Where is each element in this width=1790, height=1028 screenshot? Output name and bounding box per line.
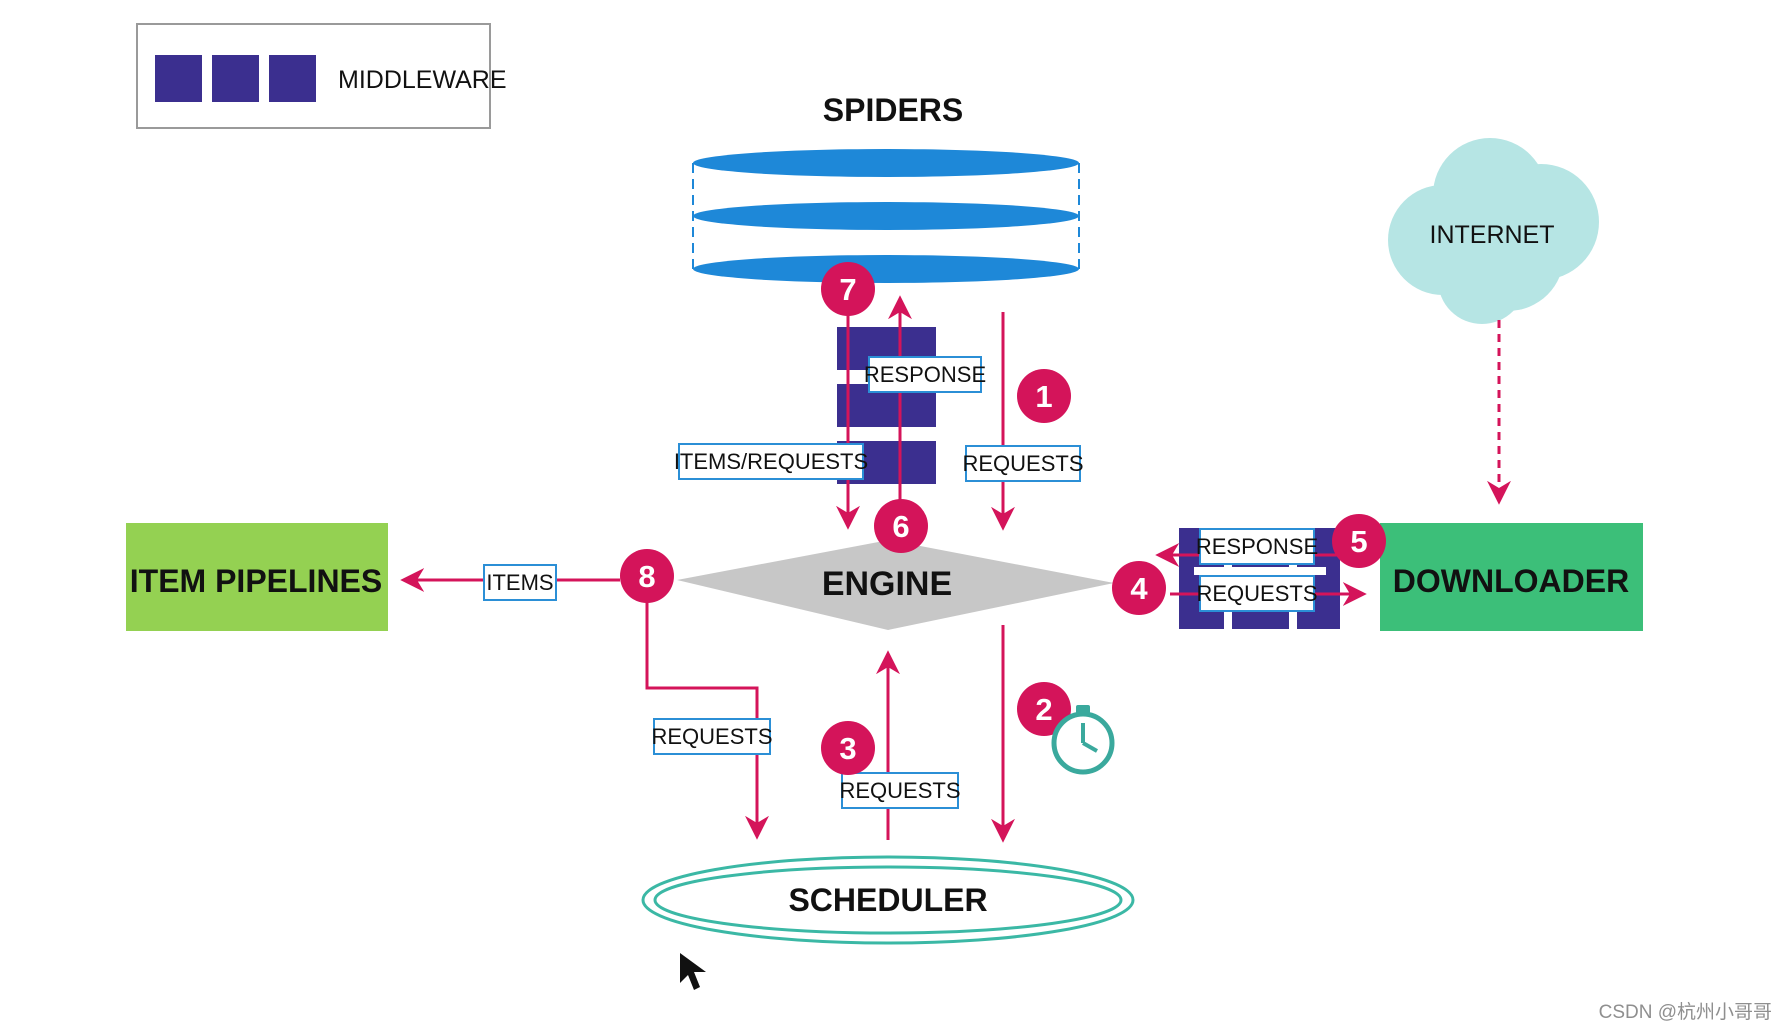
downloader-node: DOWNLOADER <box>1380 523 1643 631</box>
downloader-label: DOWNLOADER <box>1393 563 1629 599</box>
legend-label: MIDDLEWARE <box>338 66 507 94</box>
svg-text:7: 7 <box>839 272 856 307</box>
internet-label: INTERNET <box>1430 221 1555 249</box>
internet-cloud: INTERNET <box>1388 138 1599 324</box>
legend-middleware-swatch-3 <box>269 55 316 102</box>
svg-text:8: 8 <box>638 559 655 594</box>
step-badge-4: 4 <box>1112 561 1166 615</box>
svg-text:1: 1 <box>1035 379 1052 414</box>
label-response-downloader: RESPONSE <box>1196 534 1318 559</box>
label-requests-downloader: REQUESTS <box>1196 581 1317 606</box>
svg-text:6: 6 <box>892 509 909 544</box>
scheduler-label: SCHEDULER <box>788 882 987 918</box>
step-badge-5: 5 <box>1332 514 1386 568</box>
spider-disc-2 <box>693 202 1079 230</box>
watermark: CSDN @杭州小哥哥 <box>1599 1001 1772 1023</box>
spiders-node: SPIDERS <box>692 92 1080 283</box>
step-badge-1: 1 <box>1017 369 1071 423</box>
flow-labels: RESPONSE ITEMS/REQUESTS REQUESTS ITEMS R… <box>483 356 1318 809</box>
svg-text:2: 2 <box>1035 692 1052 727</box>
engine-label: ENGINE <box>822 565 952 603</box>
engine-node: ENGINE <box>677 540 1114 630</box>
legend-middleware-swatch-1 <box>155 55 202 102</box>
spider-disc-1 <box>693 149 1079 177</box>
step-badge-8: 8 <box>620 549 674 603</box>
step-badge-7: 7 <box>821 262 875 316</box>
step-badge-2: 2 <box>1017 682 1071 736</box>
step-badge-6: 6 <box>874 499 928 553</box>
label-requests-scheduler-engine: REQUESTS <box>839 778 960 803</box>
spiders-title: SPIDERS <box>823 92 963 128</box>
label-requests-spider: REQUESTS <box>962 451 1083 476</box>
label-response-spider: RESPONSE <box>864 362 986 387</box>
scheduler-node: SCHEDULER <box>641 855 1135 945</box>
mouse-cursor-icon <box>680 953 706 990</box>
middleware-legend: MIDDLEWARE <box>136 23 507 129</box>
legend-middleware-swatch-2 <box>212 55 259 102</box>
label-requests-pipeline-scheduler: REQUESTS <box>651 724 772 749</box>
stopwatch-icon <box>1051 705 1115 775</box>
step-badge-3: 3 <box>821 721 875 775</box>
label-items: ITEMS <box>486 570 553 595</box>
step-badges: 1 2 3 4 5 6 7 8 <box>620 262 1386 775</box>
arrow-item-to-scheduler <box>645 580 769 840</box>
item-pipelines-node: ITEM PIPELINES <box>126 523 388 631</box>
svg-text:3: 3 <box>839 731 856 766</box>
svg-text:4: 4 <box>1130 571 1148 606</box>
spider-disc-3 <box>693 255 1079 283</box>
svg-text:5: 5 <box>1350 524 1367 559</box>
label-items-requests: ITEMS/REQUESTS <box>674 449 868 474</box>
item-pipelines-label: ITEM PIPELINES <box>130 563 382 599</box>
